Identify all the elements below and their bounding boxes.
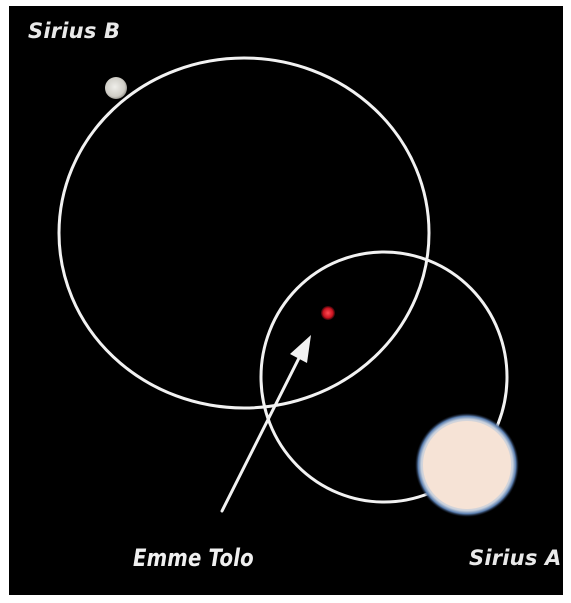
sirius-b-orbit bbox=[59, 58, 429, 408]
emme-tolo-star bbox=[321, 306, 335, 320]
emme-tolo-label: Emme Tolo bbox=[133, 544, 254, 572]
sirius-a-star bbox=[423, 421, 511, 509]
sirius-b-label: Sirius B bbox=[28, 19, 120, 43]
sirius-b-star bbox=[105, 77, 127, 99]
emme-tolo-arrow-head bbox=[290, 335, 311, 363]
orbit-diagram bbox=[9, 6, 563, 595]
diagram-canvas: Sirius B Sirius A Emme Tolo bbox=[9, 6, 563, 595]
sirius-a-label: Sirius A bbox=[469, 546, 562, 570]
